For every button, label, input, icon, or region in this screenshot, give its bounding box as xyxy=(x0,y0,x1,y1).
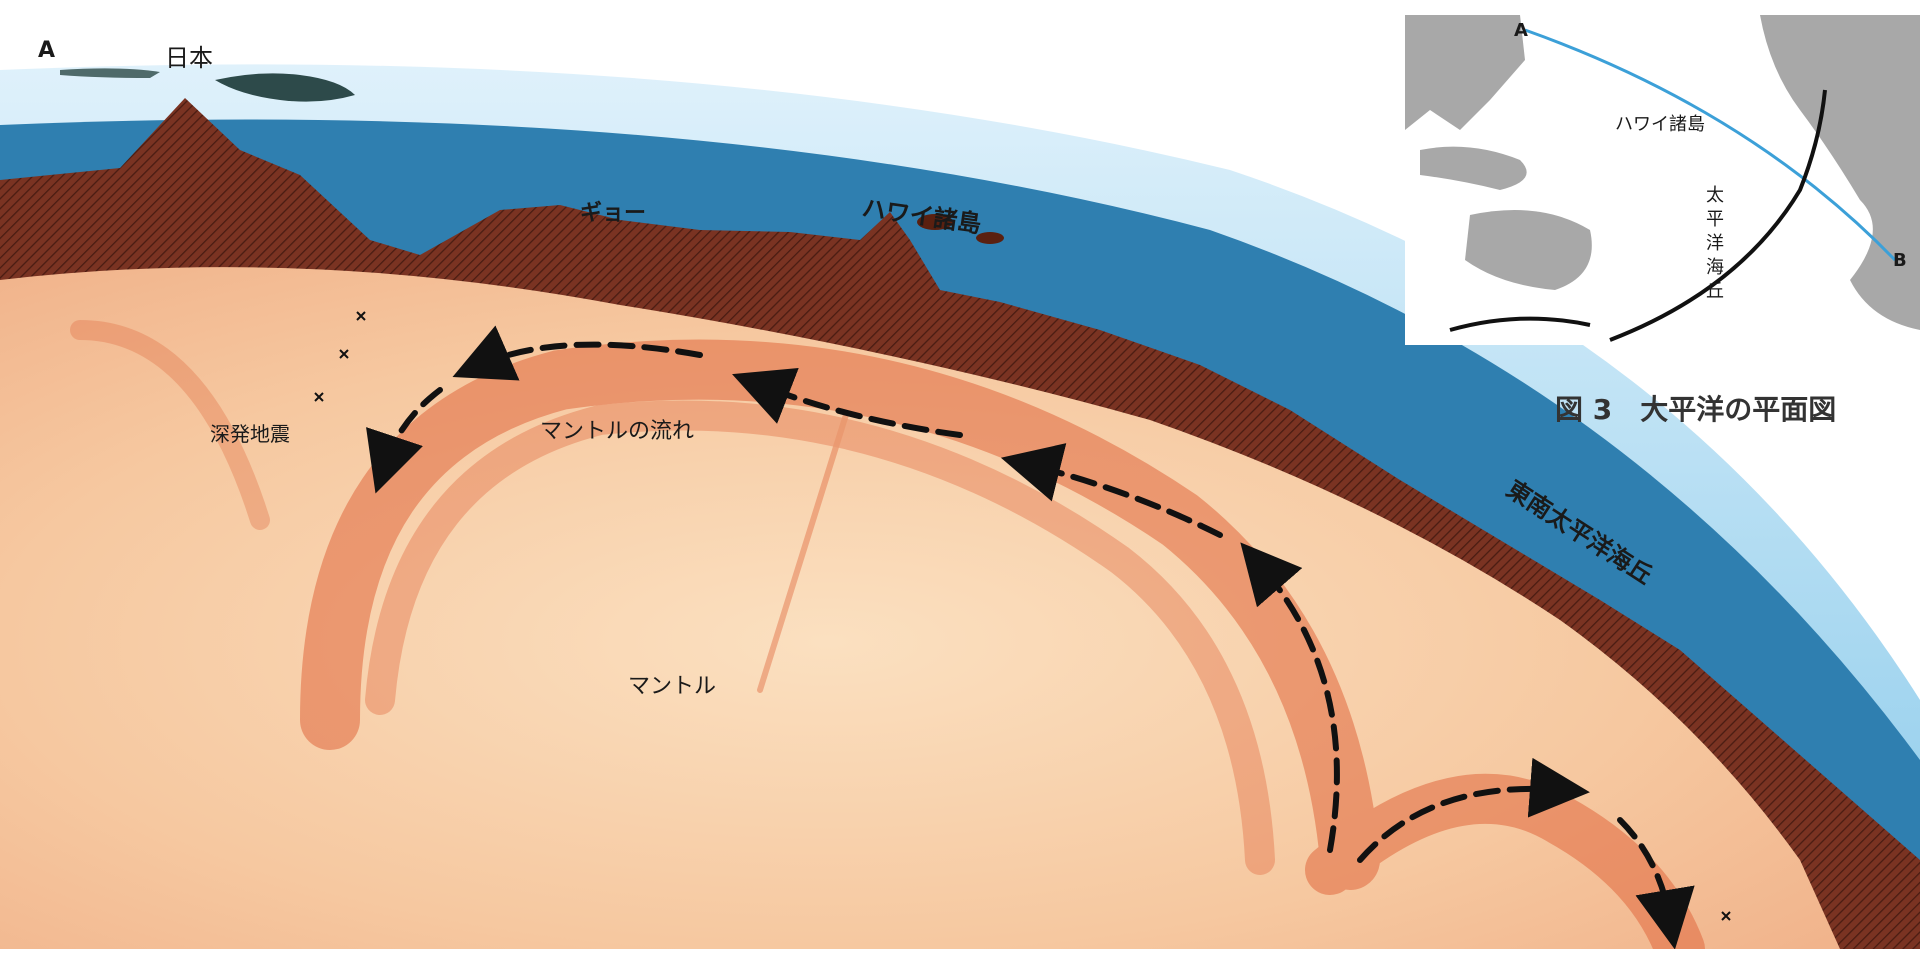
figure-caption: 図 3 大平洋の平面図 xyxy=(1555,388,1836,428)
mantle-flow-label: マントルの流れ xyxy=(540,413,694,445)
guyot-label: ギョー xyxy=(580,195,646,227)
inset-map xyxy=(1405,15,1920,345)
japan-label: 日本 xyxy=(165,38,213,73)
point-a-label: A xyxy=(38,38,55,63)
inset-point-a-label: A xyxy=(1514,20,1528,41)
inset-point-b-label: B xyxy=(1893,250,1907,271)
inset-hawaii-label: ハワイ諸島 xyxy=(1615,110,1705,136)
mantle-label: マントル xyxy=(628,668,716,700)
deep-quake-label: 深発地震 xyxy=(210,418,290,447)
inset-rise-label: 太平洋海丘 xyxy=(1700,185,1726,305)
